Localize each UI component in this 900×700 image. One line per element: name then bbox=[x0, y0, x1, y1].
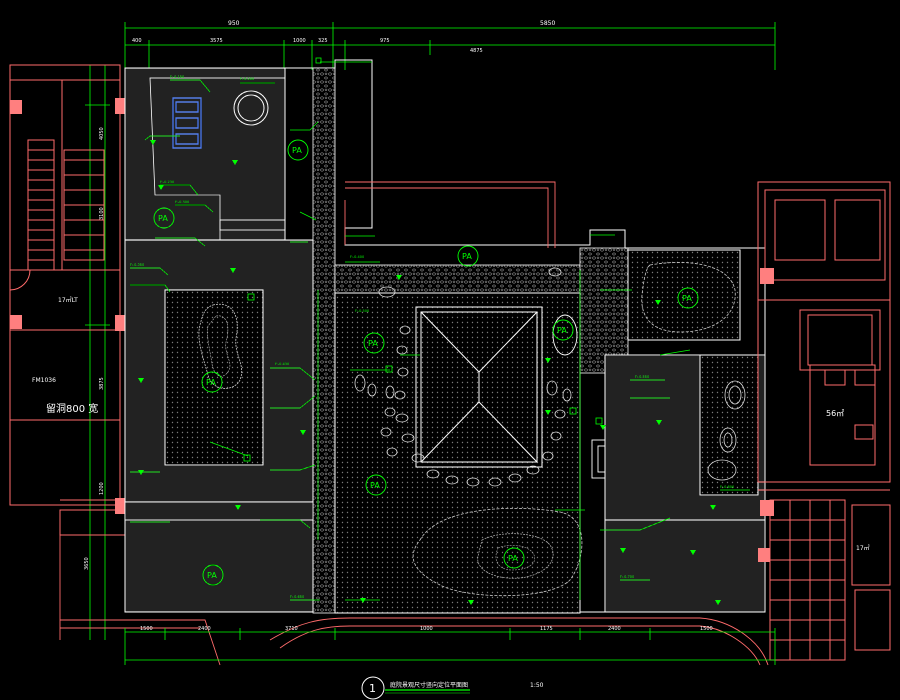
round-planter bbox=[233, 90, 269, 126]
left-mid-lawn bbox=[164, 289, 264, 466]
drawing-title: 庭院景观尺寸竖向定位平面图 bbox=[390, 681, 468, 689]
left-mid-pond bbox=[198, 303, 243, 389]
grid-markers bbox=[243, 57, 603, 462]
left-dim-3: 3875 bbox=[99, 377, 105, 390]
right-building bbox=[757, 181, 891, 661]
pa-symbols bbox=[153, 139, 699, 586]
bottom-pond-outer bbox=[412, 507, 583, 597]
elev-tag-5: F:-0.350 bbox=[130, 263, 144, 267]
right-columns bbox=[758, 268, 774, 562]
gravel-path-horizontal bbox=[334, 264, 591, 294]
elev-tag-1: F:-0.150 bbox=[170, 75, 184, 79]
left-dim-5: 1200 bbox=[99, 482, 105, 495]
elev-tag-7: F:-0.450 bbox=[275, 362, 289, 366]
left-building bbox=[9, 64, 126, 536]
roof-edge-lines bbox=[344, 181, 556, 248]
top-dim-seg-5: 975 bbox=[380, 38, 390, 44]
title-number: 1 bbox=[369, 682, 376, 695]
central-court bbox=[334, 292, 581, 614]
elev-tag-8: F:-0.500 bbox=[355, 309, 369, 313]
bottom-pond-mid bbox=[477, 533, 554, 579]
elev-tag-4: F:-0.300 bbox=[175, 200, 189, 204]
stepping-stones bbox=[378, 267, 566, 487]
bottom-dim-5: 1175 bbox=[540, 626, 553, 632]
elev-tag-11: F:-0.650 bbox=[290, 595, 304, 599]
top-dim-overall-1: 950 bbox=[228, 20, 240, 27]
pa-label-6: PA bbox=[368, 339, 378, 348]
bottom-dim-6: 2400 bbox=[608, 626, 621, 632]
elev-tag-10: F:-0.600 bbox=[720, 485, 734, 489]
left-door-tag: FM1036 bbox=[32, 377, 56, 384]
bottom-dim-1: 1500 bbox=[140, 626, 153, 632]
right-top-pond bbox=[641, 262, 736, 333]
elev-tag-2: F:-0.200 bbox=[240, 77, 254, 81]
garden-lanterns bbox=[354, 374, 572, 402]
left-opening-note: 留洞800 宽 bbox=[46, 402, 98, 415]
water-basin bbox=[172, 97, 202, 149]
bottom-dimension-lines bbox=[124, 628, 776, 665]
bottom-boundary bbox=[59, 535, 769, 666]
pa-label-1: PA bbox=[292, 146, 302, 155]
left-room-area: 17㎡LT bbox=[58, 296, 78, 304]
pa-label-10: PA bbox=[207, 571, 217, 580]
top-dimension-lines bbox=[124, 22, 776, 70]
bottom-dim-3: 3710 bbox=[285, 626, 298, 632]
left-mid-pond-inner bbox=[207, 315, 231, 377]
left-dim-4: 3650 bbox=[84, 557, 90, 570]
elev-tag-9: F:-0.550 bbox=[635, 375, 649, 379]
right-room-area-b: 17㎡ bbox=[856, 544, 870, 552]
bottom-dim-4: 1000 bbox=[420, 626, 433, 632]
right-top-lawn bbox=[627, 249, 741, 341]
pa-label-3: PA bbox=[462, 252, 472, 261]
bottom-dim-7: 1500 bbox=[700, 626, 713, 632]
bottom-left-strip bbox=[124, 501, 314, 521]
pa-label-9: PA bbox=[508, 554, 518, 563]
title-number-circle bbox=[361, 676, 385, 700]
top-dim-seg-2: 3575 bbox=[210, 38, 223, 44]
right-room-area: 56㎡ bbox=[826, 409, 844, 418]
left-dim-2: 3100 bbox=[99, 207, 105, 220]
gravel-path-right bbox=[579, 247, 629, 374]
top-dim-seg-1: 400 bbox=[132, 38, 142, 44]
annotation-leaders bbox=[130, 61, 750, 601]
left-dim-1: 4050 bbox=[99, 127, 105, 140]
top-dim-overall-2: 5850 bbox=[540, 20, 555, 27]
bottom-pond-inner bbox=[495, 545, 536, 571]
right-lawn bbox=[699, 354, 759, 496]
top-dim-seg-3: 1000 bbox=[293, 38, 306, 44]
elev-tag-12: F:-0.700 bbox=[620, 575, 634, 579]
pa-label-5: PA bbox=[557, 326, 567, 335]
pa-label-4: PA bbox=[682, 294, 692, 303]
elevation-markers bbox=[138, 140, 721, 605]
elev-tag-3: F:-0.250 bbox=[160, 180, 174, 184]
right-stones bbox=[707, 380, 746, 481]
gravel-path-vertical bbox=[312, 67, 336, 614]
pavilion-roof bbox=[415, 306, 543, 468]
left-dimension-lines bbox=[85, 65, 110, 640]
title-block bbox=[361, 676, 470, 700]
pa-label-8: PA bbox=[370, 481, 380, 490]
right-bottom-lawn bbox=[604, 519, 766, 613]
elev-tag-6: F:-0.400 bbox=[350, 255, 364, 259]
drawing-scale: 1:50 bbox=[530, 682, 544, 689]
top-dim-seg-6: 4875 bbox=[470, 48, 483, 54]
top-dim-seg-4: 325 bbox=[318, 38, 328, 44]
bottom-dim-2: 2400 bbox=[198, 626, 211, 632]
pa-symbol-labels: PA PA PA PA PA PA PA PA PA PA bbox=[158, 146, 692, 580]
pa-label-7: PA bbox=[206, 378, 216, 387]
pa-label-2: PA bbox=[158, 214, 168, 223]
